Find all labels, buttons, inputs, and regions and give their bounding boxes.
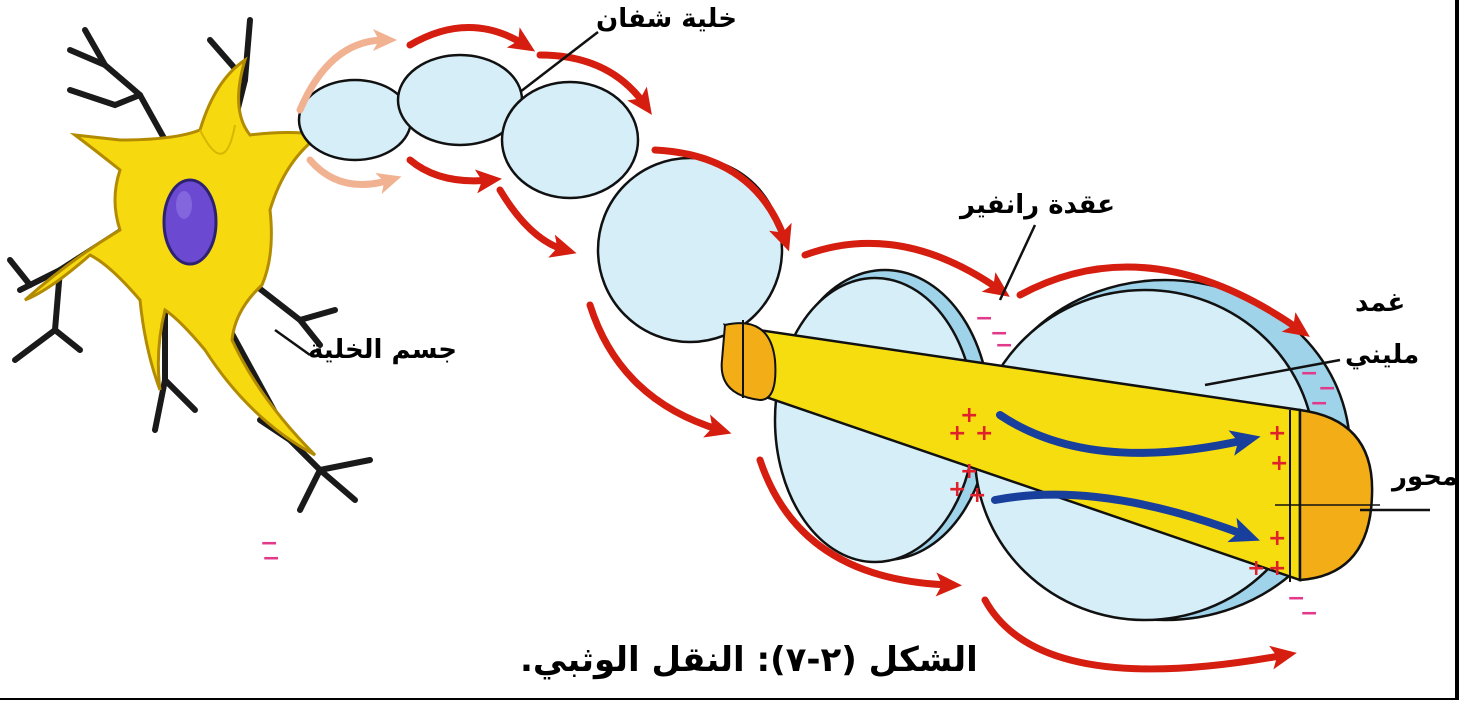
label-cell-body: جسم الخلية [308,335,458,365]
charge-signs: + + + + + + + + + + + − − − − − − − − − … [260,306,1336,626]
minus-sign: − [260,531,278,556]
plus-sign: + [968,483,986,508]
current-arrows [296,24,1310,673]
label-myelin-sheath-2: مليني [1345,340,1420,370]
plus-sign: + [960,459,978,484]
minus-sign: − [1300,601,1318,626]
minus-sign: − [995,333,1013,358]
label-node-of-ranvier: عقدة رانفير [960,190,1116,220]
plus-sign: + [975,421,993,446]
plus-sign: + [960,403,978,428]
schwann-cell-3 [500,80,640,200]
plus-sign: + [1268,421,1286,446]
minus-sign: − [1287,586,1305,611]
minus-sign: − [1310,391,1328,416]
plus-sign: + [1268,526,1286,551]
label-myelin-sheath-1: غمد [1355,288,1406,318]
ion-flow-arrows [991,411,1261,543]
figure-caption: الشكل (٢-٧): النقل الوثبي. [520,640,978,680]
plus-sign: + [1270,451,1288,476]
plus-sign: + [1268,556,1286,581]
label-axon: محور [1392,462,1459,492]
axon [720,320,1380,582]
plus-sign: + [948,421,966,446]
cell-body [24,56,324,457]
plus-sign: + [948,477,966,502]
plus-sign: + [1247,556,1265,581]
minus-sign: − [990,321,1008,346]
leader-lines [274,31,1430,512]
minus-sign: − [1318,376,1336,401]
minus-sign: − [262,546,280,571]
label-schwann-cell: خلية شفان [596,4,738,34]
minus-sign: − [975,306,993,331]
